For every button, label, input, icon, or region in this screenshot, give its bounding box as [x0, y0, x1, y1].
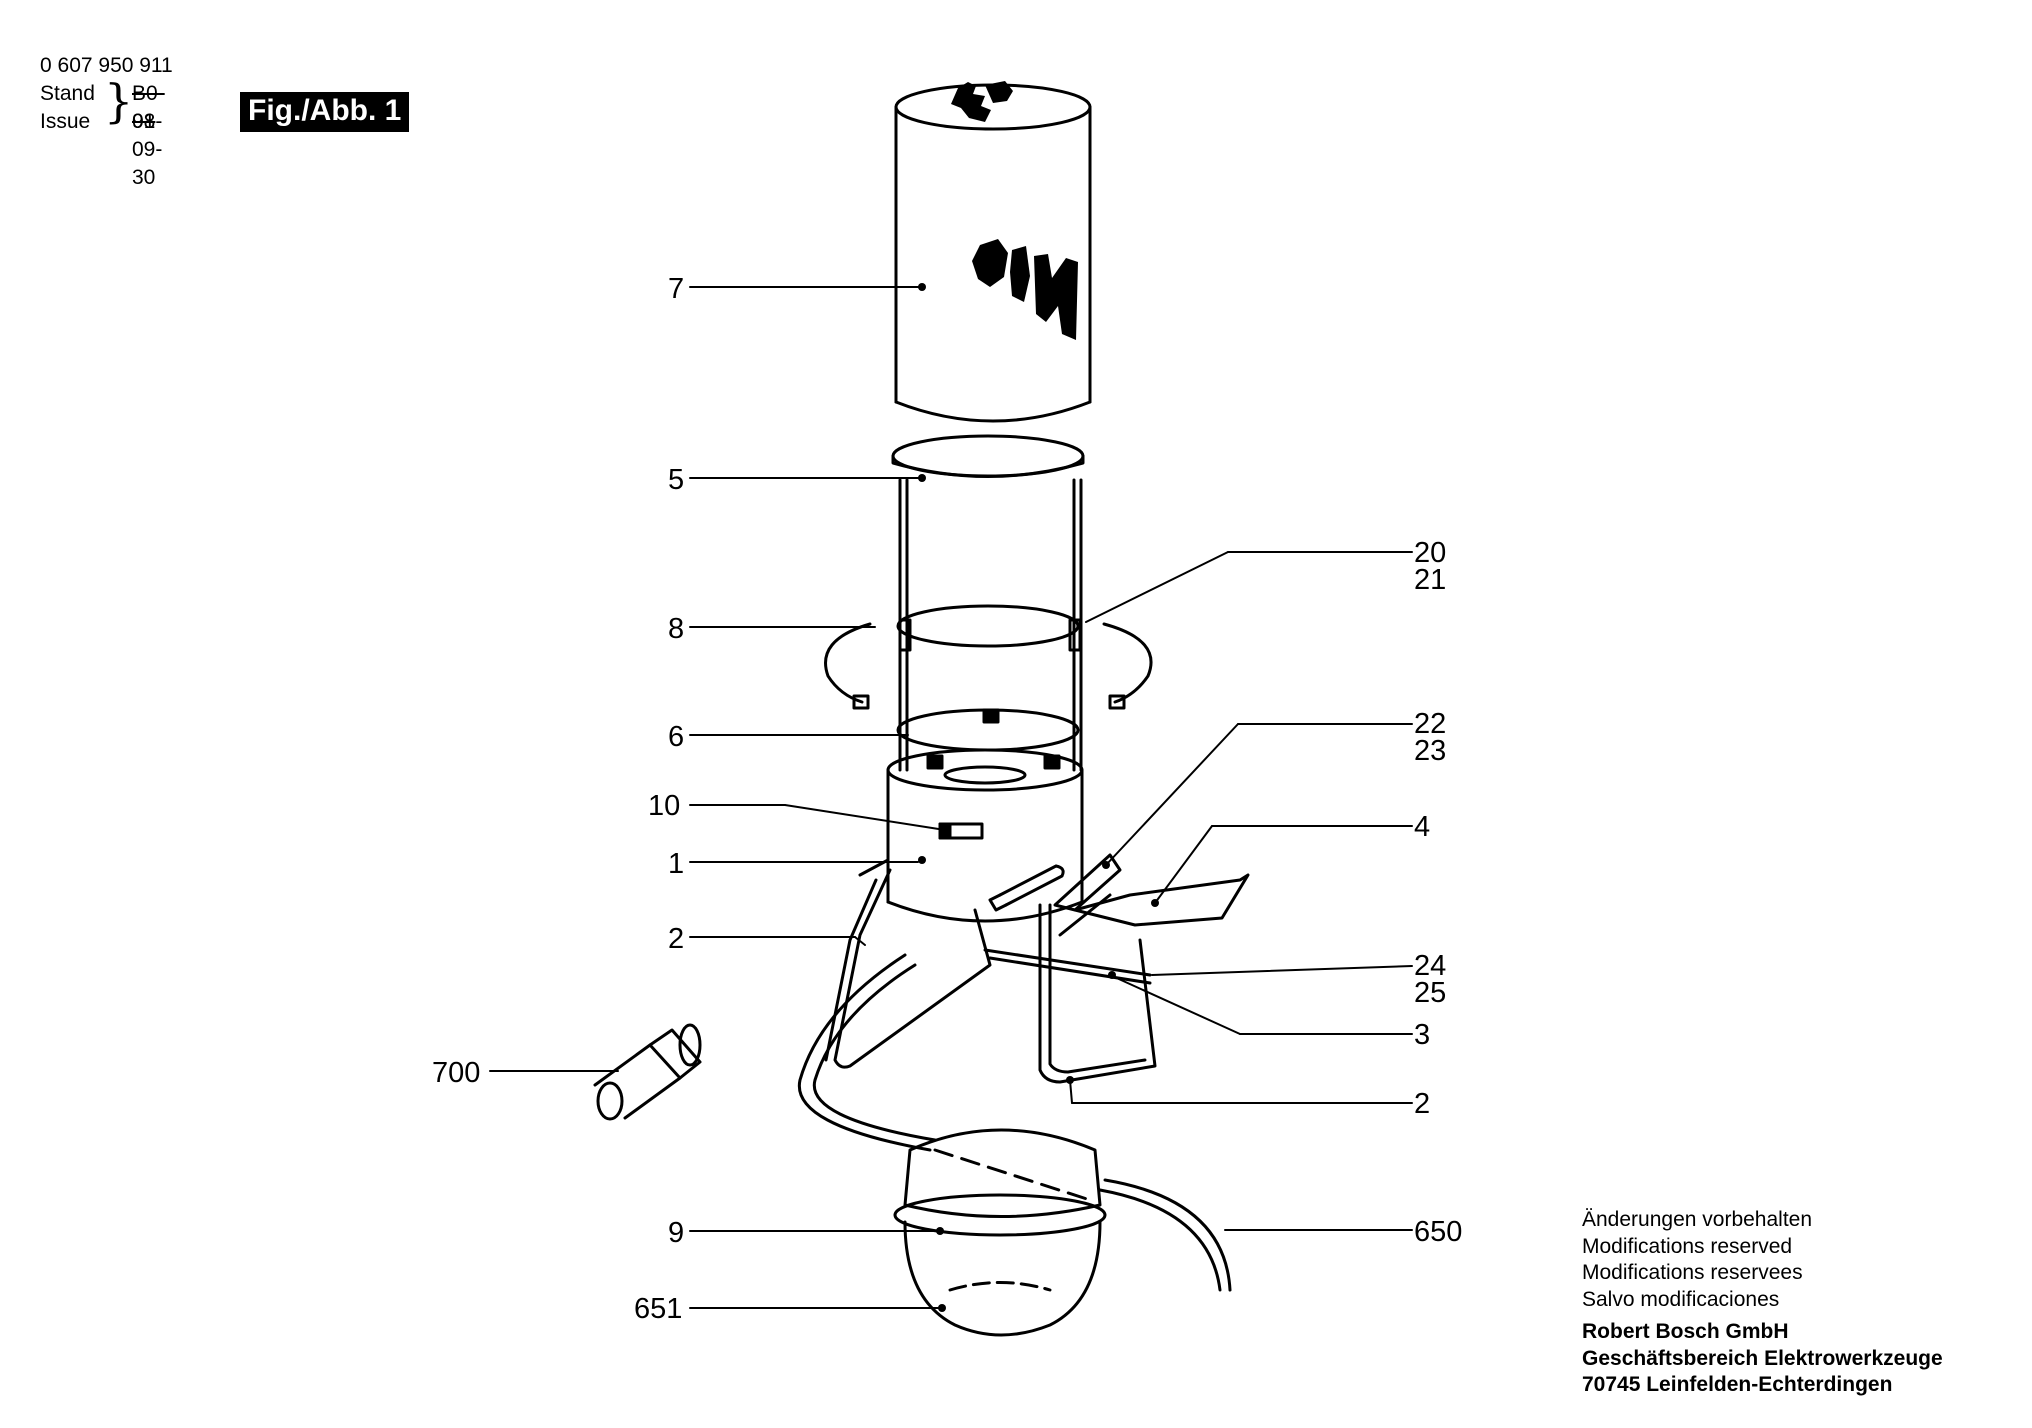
note-de: Änderungen vorbehalten: [1582, 1208, 1813, 1231]
callout-20: 20: [1414, 537, 1446, 569]
stand-label: Stand: [40, 82, 95, 105]
callout-25: 25: [1414, 977, 1446, 1009]
leader-lines: [489, 286, 1413, 1309]
callout-1: 1: [668, 848, 684, 880]
part-651-dust-bag: [893, 1128, 1107, 1337]
callout-2-right: 2: [1414, 1088, 1430, 1120]
callout-8: 8: [668, 613, 684, 645]
part-5-upper-ring: [891, 434, 1085, 478]
callout-3: 3: [1414, 1019, 1430, 1051]
issue-row: Issue 98-09-30: [40, 108, 173, 189]
stand-value: B0-01: [132, 82, 165, 133]
part-number: 0 607 950 911: [40, 54, 173, 77]
callout-7: 7: [668, 273, 684, 305]
part-650-hose: [797, 953, 1232, 1292]
part-4-tool-tray: [1053, 853, 1250, 937]
callout-24: 24: [1414, 950, 1446, 982]
note-es: Salvo modificaciones: [1582, 1287, 1780, 1311]
part-2-right-leg: [1038, 903, 1157, 1084]
company-address: 70745 Leinfelden-Echterdingen: [1582, 1373, 1893, 1396]
part-2-left-leg: [824, 858, 992, 1069]
part-1-motor-housing: [886, 748, 1084, 923]
company-division: Geschäftsbereich Elektrowerkzeuge: [1582, 1346, 1943, 1370]
part-8-clamp-band: [824, 618, 1153, 710]
callout-9: 9: [668, 1217, 684, 1249]
part-700-adapter: [593, 1023, 702, 1121]
callout-21: 21: [1414, 564, 1446, 596]
callout-4: 4: [1414, 811, 1430, 843]
callout-700: 700: [432, 1057, 480, 1089]
callout-651: 651: [634, 1293, 682, 1325]
stand-row: Stand B0-01: [40, 80, 173, 133]
issue-label: Issue: [40, 110, 91, 133]
callout-23: 23: [1414, 735, 1446, 767]
callout-650: 650: [1414, 1216, 1462, 1248]
company-name: Robert Bosch GmbH: [1582, 1320, 1789, 1343]
callout-10: 10: [648, 790, 680, 822]
document-header: 0 607 950 911 Stand B0-01 Issue 98-09-30…: [40, 52, 173, 189]
callout-2-left: 2: [668, 923, 684, 955]
issue-value: 98-09-30: [132, 110, 163, 189]
part-6-filter-cage: [896, 478, 1083, 772]
brace-glyph: }: [104, 74, 134, 128]
part-7-cylinder-cover: [894, 81, 1092, 423]
leader-dots: [918, 283, 1159, 1312]
figure-label: Fig./Abb. 1: [240, 92, 410, 132]
part-3-cross-bar: [983, 948, 1152, 977]
callout-6: 6: [668, 721, 684, 753]
document-footer: Änderungen vorbehalten Modifications res…: [1582, 1207, 1943, 1399]
note-fr: Modifications reservees: [1582, 1261, 1803, 1284]
callout-5: 5: [668, 464, 684, 496]
callout-22: 22: [1414, 708, 1446, 740]
perforation-pattern: [951, 81, 1078, 340]
note-en: Modifications reserved: [1582, 1234, 1793, 1258]
part-9-bag-ring: [893, 1193, 1107, 1237]
